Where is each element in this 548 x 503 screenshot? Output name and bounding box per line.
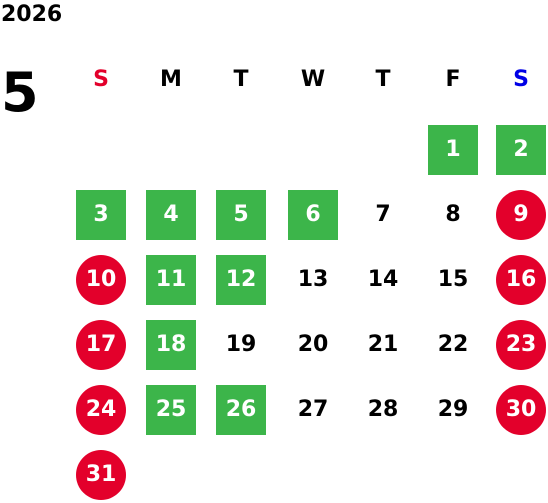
day-cell-26[interactable]: 26	[216, 385, 266, 435]
day-cell-31[interactable]: 31	[76, 450, 126, 500]
day-cell-11[interactable]: 11	[146, 255, 196, 305]
day-cell-24[interactable]: 24	[76, 385, 126, 435]
day-cell-25[interactable]: 25	[146, 385, 196, 435]
day-cell-18[interactable]: 18	[146, 320, 196, 370]
day-cell-1[interactable]: 1	[428, 125, 478, 175]
day-cell-16[interactable]: 16	[496, 255, 546, 305]
day-cell-22[interactable]: 22	[437, 332, 469, 357]
day-cell-23[interactable]: 23	[496, 320, 546, 370]
day-cell-7[interactable]: 7	[375, 202, 391, 227]
weekday-label-0: S	[93, 67, 109, 92]
day-cell-5[interactable]: 5	[216, 190, 266, 240]
day-cell-3[interactable]: 3	[76, 190, 126, 240]
day-cell-28[interactable]: 28	[367, 397, 399, 422]
day-cell-8[interactable]: 8	[445, 202, 461, 227]
day-cell-15[interactable]: 15	[437, 267, 469, 292]
weekday-label-5: F	[445, 67, 461, 92]
day-cell-4[interactable]: 4	[146, 190, 196, 240]
weekday-label-6: S	[513, 67, 529, 92]
year-label: 2026	[1, 2, 63, 27]
weekday-label-2: T	[233, 67, 249, 92]
day-cell-2[interactable]: 2	[496, 125, 546, 175]
day-cell-9[interactable]: 9	[496, 190, 546, 240]
day-cell-12[interactable]: 12	[216, 255, 266, 305]
weekday-label-4: T	[375, 67, 391, 92]
weekday-label-3: W	[300, 67, 326, 92]
day-cell-20[interactable]: 20	[297, 332, 329, 357]
day-cell-13[interactable]: 13	[297, 267, 329, 292]
day-cell-10[interactable]: 10	[76, 255, 126, 305]
day-cell-14[interactable]: 14	[367, 267, 399, 292]
day-cell-19[interactable]: 19	[225, 332, 257, 357]
day-cell-17[interactable]: 17	[76, 320, 126, 370]
month-number: 5	[1, 61, 39, 124]
day-cell-6[interactable]: 6	[288, 190, 338, 240]
day-cell-30[interactable]: 30	[496, 385, 546, 435]
day-cell-29[interactable]: 29	[437, 397, 469, 422]
weekday-label-1: M	[160, 67, 182, 92]
day-cell-27[interactable]: 27	[297, 397, 329, 422]
day-cell-21[interactable]: 21	[367, 332, 399, 357]
